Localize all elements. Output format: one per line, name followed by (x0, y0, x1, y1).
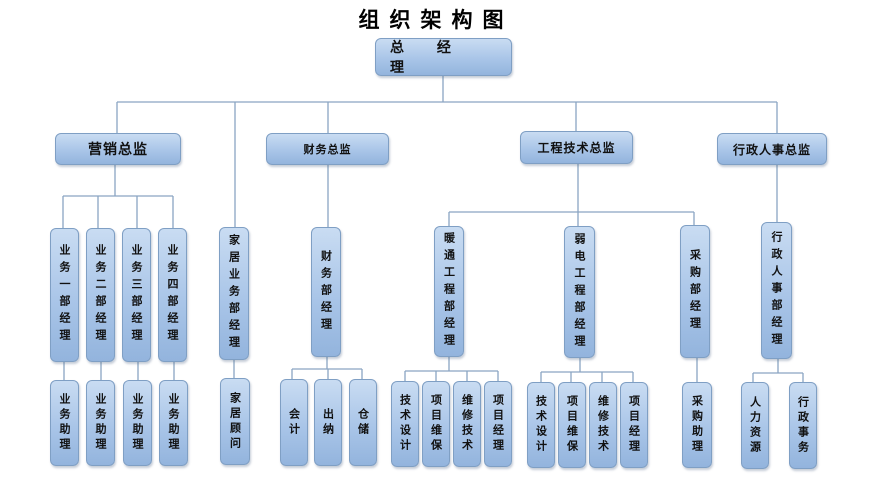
admin-affairs-node[interactable]: 行政事务 (789, 382, 817, 469)
sales-dept-1-manager-node[interactable]: 业务一部经理 (50, 228, 79, 362)
sales-dept-2-manager-node[interactable]: 业务二部经理 (86, 228, 115, 362)
admin-director-node[interactable]: 行政人事总监 (717, 133, 827, 165)
sales-assistant-node[interactable]: 业务助理 (50, 380, 79, 466)
sales-dept-4-manager-node[interactable]: 业务四部经理 (158, 228, 187, 362)
warehouse-node[interactable]: 仓储 (349, 379, 377, 466)
ceo-node[interactable]: 总 经 理 (375, 38, 512, 76)
home-business-manager-node[interactable]: 家居业务部经理 (219, 227, 249, 360)
sales-dept-3-manager-node[interactable]: 业务三部经理 (122, 228, 151, 362)
purchasing-manager-node[interactable]: 采购部经理 (680, 225, 710, 358)
chart-title: 组织架构图 (358, 7, 514, 32)
sales-assistant-node[interactable]: 业务助理 (159, 380, 188, 466)
accountant-node[interactable]: 会计 (280, 379, 308, 466)
weak-current-tech-design-node[interactable]: 技术设计 (527, 382, 555, 468)
hvac-repair-tech-node[interactable]: 维修技术 (453, 381, 481, 467)
sales-assistant-node[interactable]: 业务助理 (123, 380, 152, 466)
weak-current-project-manager-node[interactable]: 项目经理 (620, 382, 648, 468)
weak-current-project-maintenance-node[interactable]: 项目维保 (558, 382, 586, 468)
cashier-node[interactable]: 出纳 (314, 379, 342, 466)
admin-hr-manager-node[interactable]: 行政人事部经理 (761, 222, 792, 359)
purchasing-assistant-node[interactable]: 采购助理 (682, 382, 712, 468)
home-advisor-node[interactable]: 家居顾问 (220, 378, 250, 465)
weak-current-repair-tech-node[interactable]: 维修技术 (589, 382, 617, 468)
hvac-project-manager-node[interactable]: 项目经理 (484, 381, 512, 467)
finance-director-node[interactable]: 财务总监 (266, 133, 389, 165)
finance-manager-node[interactable]: 财务部经理 (311, 227, 341, 357)
weak-current-manager-node[interactable]: 弱电工程部经理 (564, 226, 595, 358)
marketing-director-node[interactable]: 营销总监 (55, 133, 181, 165)
hvac-manager-node[interactable]: 暖通工程部经理 (434, 226, 464, 357)
hvac-project-maintenance-node[interactable]: 项目维保 (422, 381, 450, 467)
sales-assistant-node[interactable]: 业务助理 (86, 380, 115, 466)
hvac-tech-design-node[interactable]: 技术设计 (391, 381, 419, 467)
human-resources-node[interactable]: 人力资源 (741, 382, 769, 469)
engineering-director-node[interactable]: 工程技术总监 (520, 131, 633, 164)
